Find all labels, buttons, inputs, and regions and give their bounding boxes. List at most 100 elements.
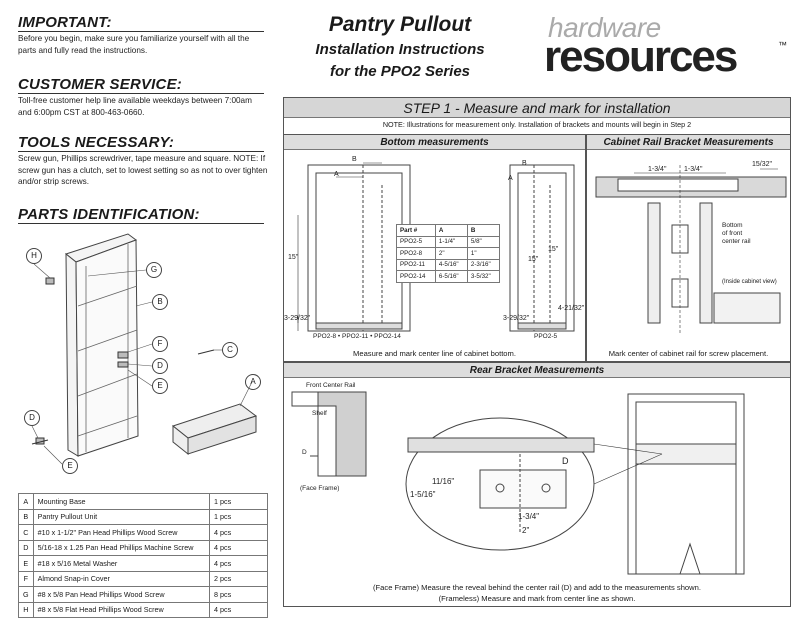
rear-m2: 1-5/16" [410, 490, 436, 499]
size-cell: PPO2-11 [396, 258, 436, 271]
rail-caption: Mark center of cabinet rail for screw pl… [608, 349, 769, 358]
important-text: Before you begin, make sure you familiar… [18, 34, 250, 55]
bottom-left-models: PPO2-8 • PPO2-11 • PPO2-14 [313, 333, 401, 340]
step1-note: NOTE: Illustrations for measurement only… [382, 120, 692, 129]
parts-desc: #8 x 5/8 Pan Head Phillips Wood Screw [32, 586, 211, 603]
customer-service-text: Toll-free customer help line available w… [18, 96, 252, 117]
rail-panel [586, 134, 791, 362]
parts-qty: 1 pcs [209, 508, 268, 525]
rear-header: Rear Bracket Measurements [284, 363, 790, 378]
bottom-right-mid: 4-21/32" [558, 305, 585, 312]
size-cell: 1-1/4" [434, 235, 468, 248]
callout-e2: E [62, 458, 78, 474]
rear-caption2: (Frameless) Measure and mark from center… [438, 594, 636, 603]
parts-desc: #10 x 1-1/2" Pan Head Phillips Wood Scre… [32, 524, 211, 541]
rear-big-d: D [562, 456, 569, 466]
callout-d2: D [24, 410, 40, 426]
bottom-right-height2: 15" [528, 256, 539, 263]
bottom-header: Bottom measurements [284, 135, 585, 150]
parts-row: C#10 x 1-1/2" Pan Head Phillips Wood Scr… [18, 524, 268, 541]
parts-desc: #18 x 5/16 Metal Washer [32, 555, 211, 572]
title-line1: Pantry Pullout [328, 13, 472, 36]
size-header-b: B [466, 224, 501, 237]
size-cell: PPO2-14 [396, 270, 436, 283]
size-cell: 2-3/16" [466, 258, 501, 271]
rear-shelf: Shelf [312, 410, 327, 417]
parts-letter: A [18, 493, 34, 510]
callout-d: D [152, 358, 168, 374]
bottom-panel [283, 134, 586, 362]
rail-inside-view: (Inside cabinet view) [722, 279, 777, 285]
callout-g: G [146, 262, 162, 278]
rail-header: Cabinet Rail Bracket Measurements [587, 135, 790, 150]
title-line3: for the PPO2 Series [329, 63, 471, 80]
size-header-a: A [434, 224, 468, 237]
bottom-right-diagram [509, 164, 575, 332]
rear-m1: 11/16" [432, 477, 455, 486]
important-heading: IMPORTANT: [18, 14, 264, 32]
rear-faceframe-diagram [291, 391, 367, 477]
bottom-right-b: B [522, 160, 527, 167]
callout-h: H [26, 248, 42, 264]
parts-qty: 4 pcs [209, 601, 268, 618]
bottom-caption: Measure and mark center line of cabinet … [353, 349, 516, 358]
rail-of-front: of front [722, 230, 743, 237]
logo-resources: resources [544, 32, 738, 81]
rear-panel [283, 362, 791, 607]
parts-letter: C [18, 524, 34, 541]
bottom-left-low: 3-29/32" [284, 315, 311, 322]
size-cell: 1" [466, 247, 501, 260]
rail-center-rail: center rail [722, 238, 751, 245]
tools-text: Screw gun, Phillips screwdriver, tape me… [18, 154, 268, 186]
parts-qty: 2 pcs [209, 570, 268, 587]
callout-f: F [152, 336, 168, 352]
size-cell: 4-5/16" [434, 258, 468, 271]
parts-letter: F [18, 570, 34, 587]
parts-desc: 5/16-18 x 1.25 Pan Head Phillips Machine… [32, 539, 211, 556]
parts-letter: H [18, 601, 34, 618]
size-cell: 2" [434, 247, 468, 260]
rear-cabinet-diagram [405, 393, 745, 575]
tools-heading: TOOLS NECESSARY: [18, 134, 264, 152]
rear-face-frame: (Face Frame) [300, 485, 340, 492]
parts-qty: 8 pcs [209, 586, 268, 603]
size-cell: PPO2-5 [396, 235, 436, 248]
callout-c: C [222, 342, 238, 358]
rear-m3: 1-3/4" [518, 512, 540, 521]
parts-letter: D [18, 539, 34, 556]
logo-hardware: hardware [548, 12, 661, 43]
step1-heading: STEP 1 - Measure and mark for installati… [284, 98, 790, 118]
callout-e: E [152, 378, 168, 394]
parts-desc: Mounting Base [32, 493, 211, 510]
parts-letter: G [18, 586, 34, 603]
callout-a: A [245, 374, 261, 390]
rail-bottom: Bottom [722, 222, 743, 229]
size-header-part: Part # [396, 224, 436, 237]
bottom-left-height: 15" [288, 254, 299, 261]
title-line2: Installation Instructions [315, 41, 485, 58]
rear-caption1: (Face Frame) Measure the reveal behind t… [373, 583, 701, 592]
parts-desc: Pantry Pullout Unit [32, 508, 211, 525]
bottom-left-a: A [334, 171, 339, 178]
rail-d3: 15/32" [752, 161, 773, 168]
size-cell: 3-5/32" [466, 270, 501, 283]
parts-qty: 4 pcs [209, 539, 268, 556]
parts-letter: B [18, 508, 34, 525]
parts-letter: E [18, 555, 34, 572]
rail-d1: 1-3/4" [648, 166, 667, 173]
bottom-right-models: PPO2-5 [534, 333, 558, 340]
parts-qty: 1 pcs [209, 493, 268, 510]
